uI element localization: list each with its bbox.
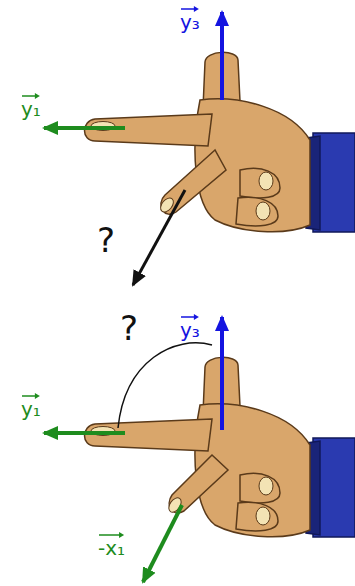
- vector-label: y₁: [21, 397, 41, 421]
- vector-label: y₃: [180, 10, 200, 34]
- y3-arrow: [220, 12, 224, 100]
- question-mark: ?: [97, 220, 115, 261]
- top-hand: [44, 12, 355, 285]
- unknown-arrow: [133, 190, 185, 285]
- vector-label: -x₁: [98, 536, 125, 560]
- vector-label: y₃: [180, 318, 200, 342]
- vector-label: y₁: [21, 97, 41, 121]
- rotation-arc: [118, 343, 212, 428]
- question-mark: ?: [120, 308, 138, 349]
- bottom-hand: [44, 317, 355, 582]
- y1-arrow: [44, 126, 125, 130]
